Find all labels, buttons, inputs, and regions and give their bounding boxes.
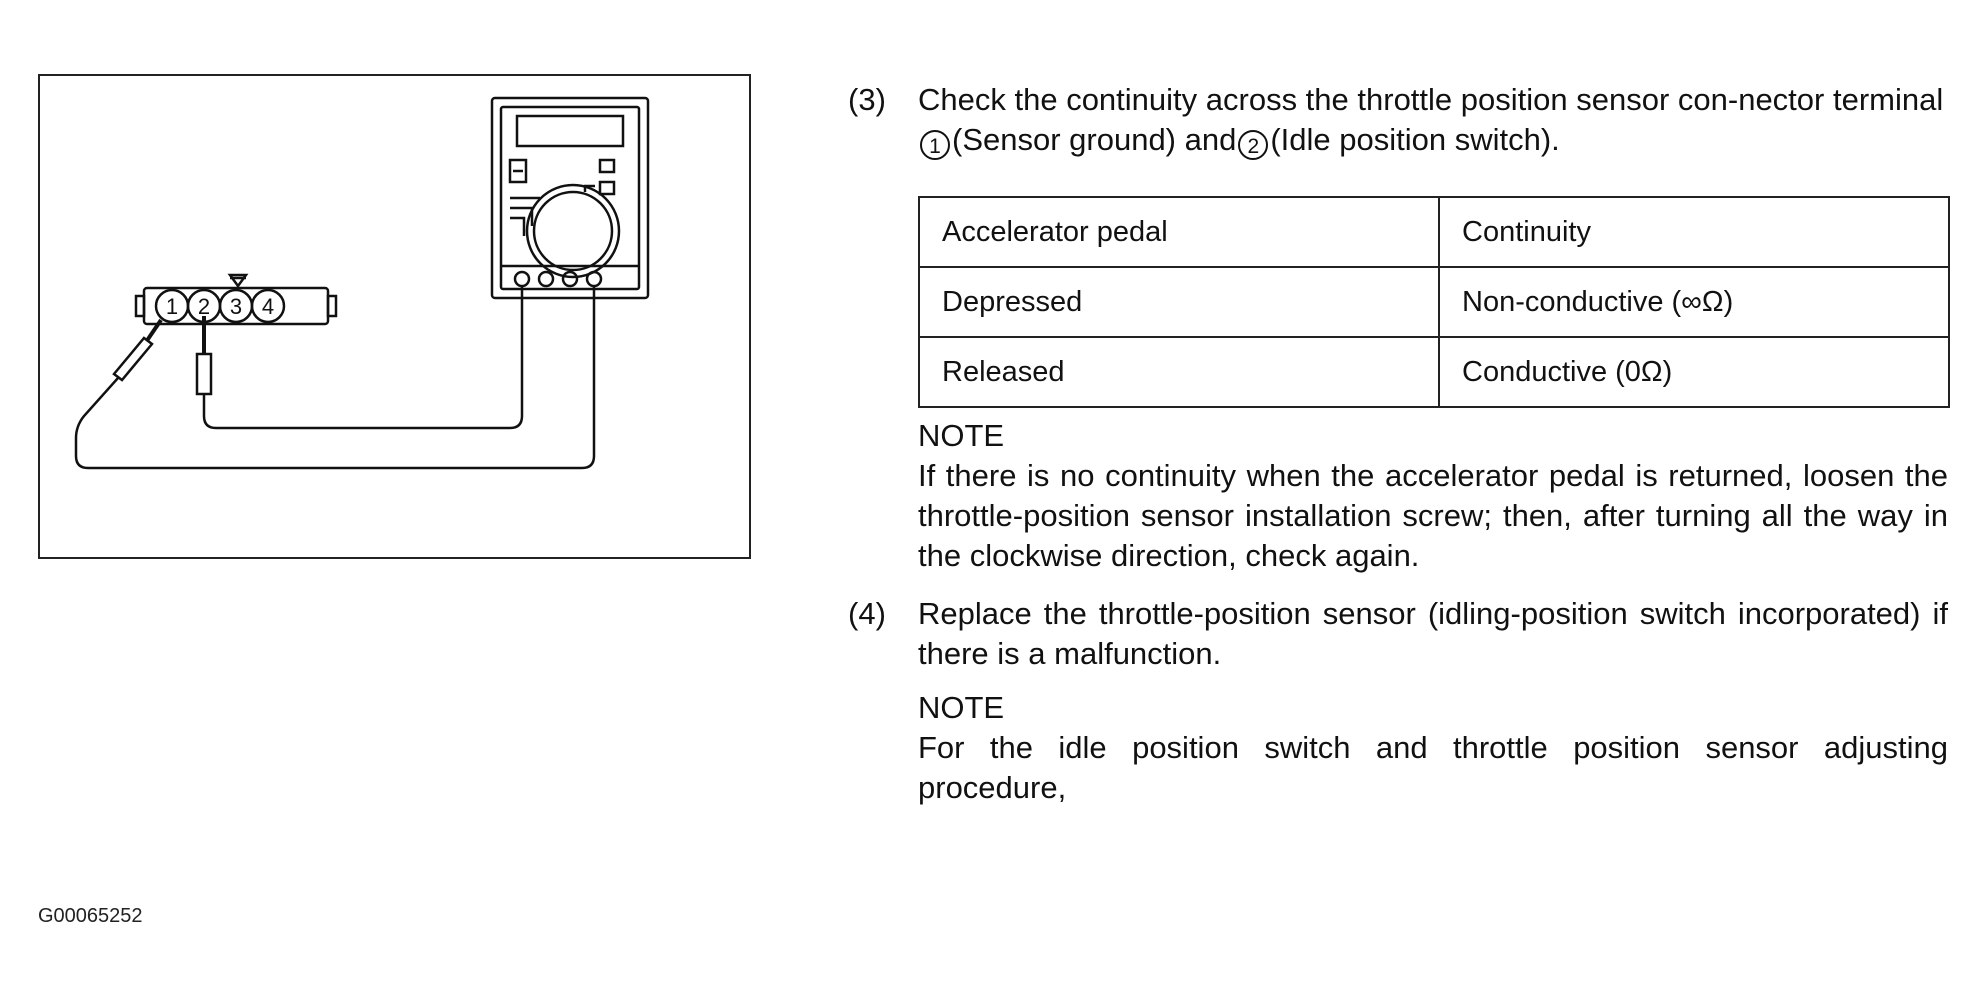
test-leads [74,286,596,470]
note-1-heading: NOTE [918,418,1005,453]
svg-text:4: 4 [262,294,274,319]
terminal-2-symbol: 2 [1238,130,1269,160]
svg-text:3: 3 [230,294,242,319]
table-header-cell: Continuity [1438,196,1950,268]
step-4-text: Replace the throttle-position sensor (id… [918,596,1948,671]
terminal-4 [250,288,286,324]
multimeter-connector-diagram: 1 2 3 4 [74,96,650,470]
step-4: (4) Replace the throttle-position sensor… [848,594,1948,674]
table-cell: Depressed [918,266,1440,338]
test-probes [112,316,213,396]
ohm-jack-icon [585,270,603,288]
table-row: Depressed Non-conductive (∞Ω) [918,266,1950,338]
com-jack-icon [513,270,531,288]
figure-id-label: G00065252 [38,905,143,927]
note-1-text: If there is no continuity when the accel… [918,458,1948,573]
wiring-figure: 1 2 3 4 [38,74,751,559]
svg-text:1: 1 [166,294,178,319]
continuity-table: Accelerator pedal Continuity Depressed N… [918,196,1950,408]
terminal-1-symbol: 1 [920,130,950,160]
procedure-text: (3) Check the continuity across the thro… [848,80,1950,808]
connector-icon: 1 2 3 4 [134,273,338,326]
svg-text:2: 2 [198,294,210,319]
table-cell: Non-conductive (∞Ω) [1438,266,1950,338]
table-cell: Released [918,336,1440,408]
table-cell: Conductive (0Ω) [1438,336,1950,408]
step-3-number: (3) [848,82,886,117]
note-2-heading: NOTE [918,690,1005,725]
table-row: Released Conductive (0Ω) [918,336,1950,408]
step-3-text: Check the continuity across the throttle… [918,82,1944,160]
table-header-cell: Accelerator pedal [918,196,1440,268]
step-4-number: (4) [848,596,886,631]
multimeter-icon [490,96,650,300]
table-header-row: Accelerator pedal Continuity [918,196,1950,268]
note-2-text: For the idle position switch and throttl… [918,730,1948,805]
step-3: (3) Check the continuity across the thro… [848,80,1948,160]
